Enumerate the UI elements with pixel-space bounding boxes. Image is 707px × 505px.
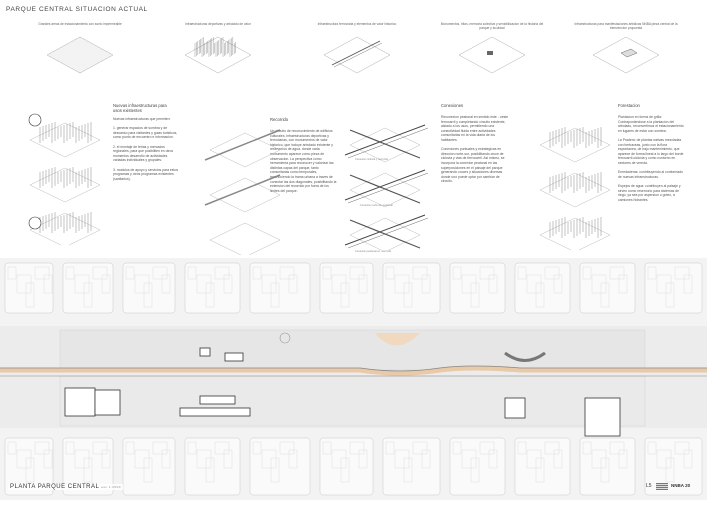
diagram-caption: Monumentos, hitos, memoria colectiva y s… [440, 22, 544, 31]
isometric-diagram [184, 36, 252, 74]
site-plan-drawing [0, 262, 707, 496]
isometric-illustration [204, 129, 281, 255]
section-body: Plantacion en forma de grilla: Contrapon… [618, 115, 684, 202]
plan-title-text: PLANTA PARQUE CENTRAL [10, 484, 100, 490]
isometric-diagram [323, 36, 391, 74]
diagram-caption: Infraestructura ferroviaria y elementos … [317, 22, 397, 26]
sheet-number: L5 [646, 483, 652, 489]
isometric-diagram [458, 36, 526, 74]
section-heading: Nuevas infraestructuras para usos existe… [113, 103, 167, 113]
isometric-diagram [592, 36, 660, 74]
diagram-label: Conexion ciclovia y recorrido [355, 158, 389, 161]
section-heading: Conexiones [441, 103, 464, 108]
isometric-diagram [46, 36, 114, 74]
isometric-illustration [344, 124, 429, 250]
site-plan [0, 258, 707, 500]
section-heading: Recorrido [270, 117, 289, 122]
section-heading: Forestacion [618, 103, 640, 108]
section-body: Reconexion peatonal en sentido este - oe… [441, 115, 509, 184]
diagram-label: Conexion norte-sur peatonal [360, 204, 393, 207]
plan-scale: esc 1:2500 [101, 485, 121, 489]
lamina-label: NNBA 20 [671, 483, 691, 488]
institution-logo [656, 483, 668, 490]
diagram-caption: Grandes areas de estacionamiento con sue… [38, 22, 122, 26]
diagram-caption: Infraestructuras para manifestaciones ar… [574, 22, 678, 31]
page-title: PARQUE CENTRAL SITUACION ACTUAL [6, 6, 148, 13]
diagram-caption: Infraestructuras deportivas y arbolado d… [185, 22, 251, 26]
section-body: Nuevas infraestructuras que permiten: 1.… [113, 117, 179, 181]
diagram-label: Conexion peatonal en recorrido [355, 250, 392, 253]
isometric-illustration [28, 113, 101, 245]
plan-title: PLANTA PARQUE CENTRAL esc 1:2500 [8, 484, 123, 490]
isometric-illustration [539, 127, 611, 250]
